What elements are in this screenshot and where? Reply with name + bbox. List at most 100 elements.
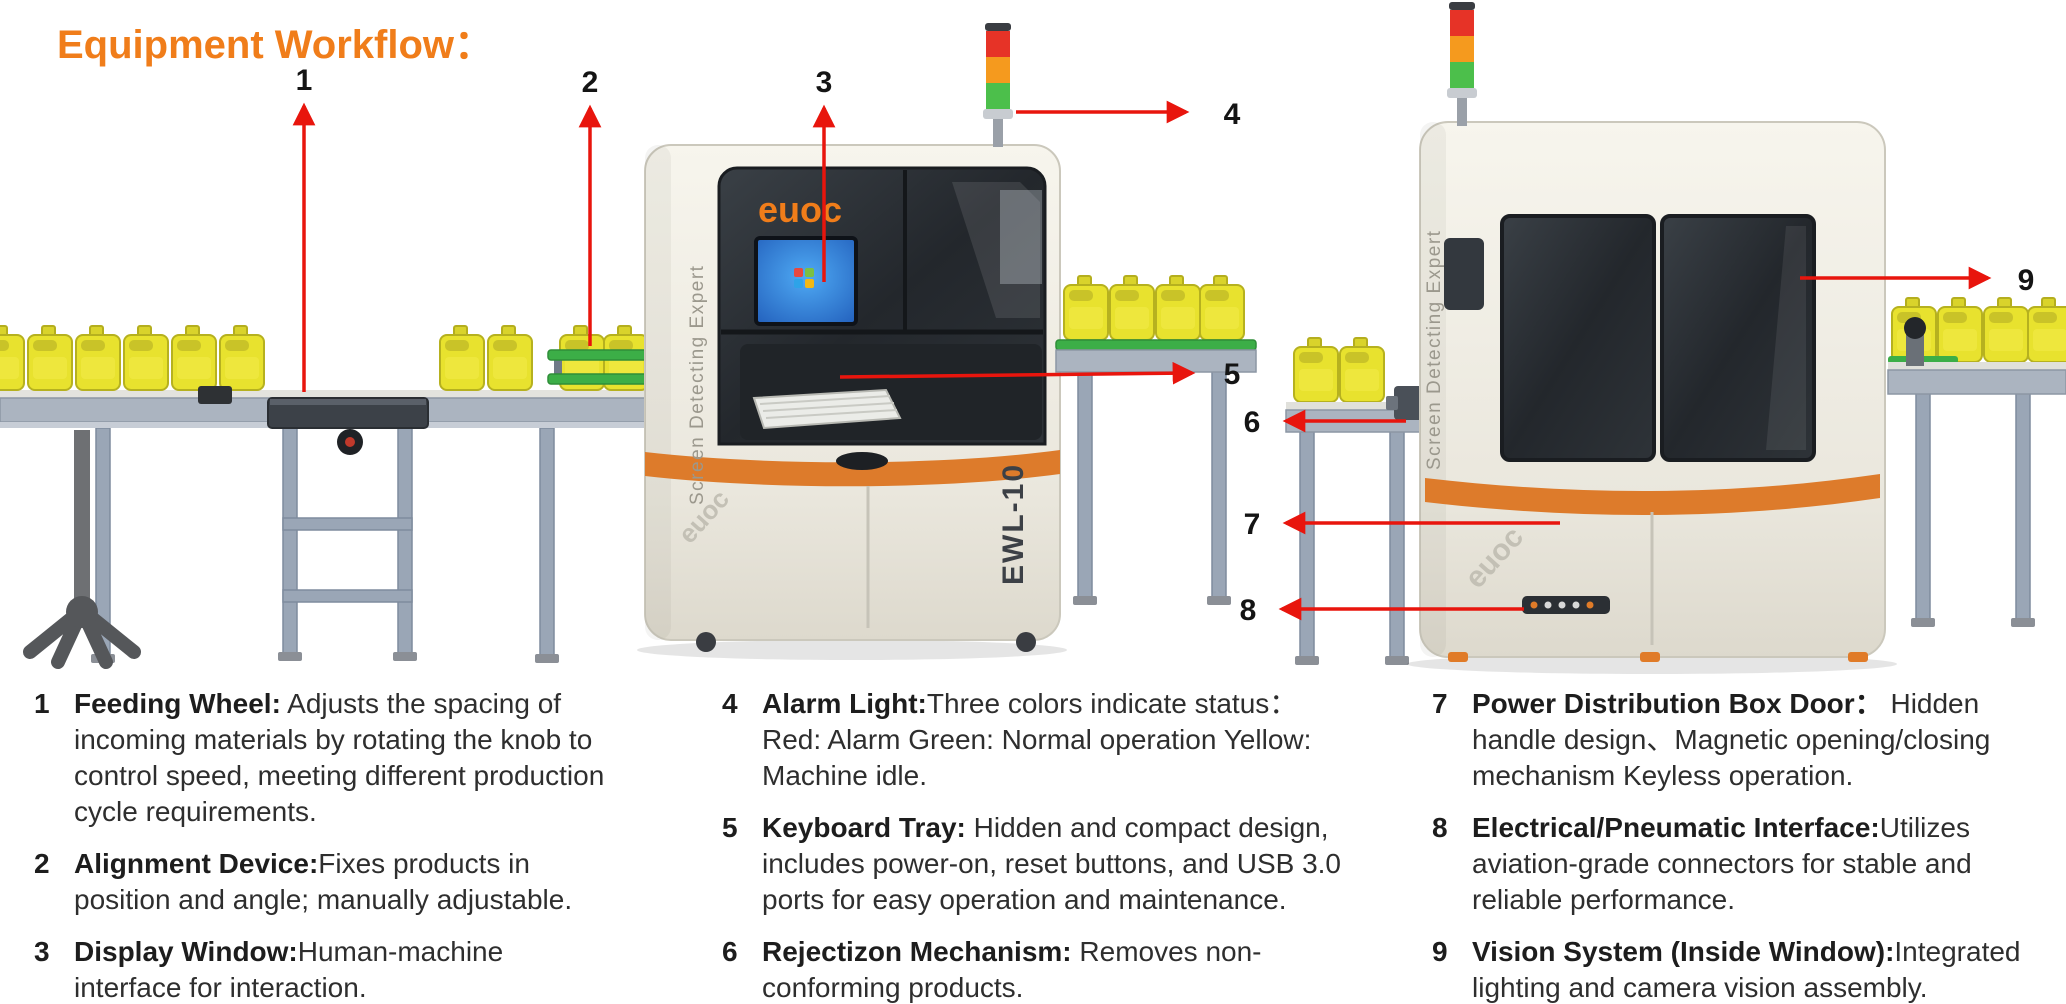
jerry-can [487,325,533,391]
callout-arrows [292,100,1992,621]
legend-item-4-number: 4 [722,688,738,719]
belt-clamp [198,386,232,404]
legend-item-8: 8 Electrical/Pneumatic Interface:Utilize… [1432,810,2062,918]
spacing-knob [1904,317,1926,366]
jerry-can [1155,275,1201,341]
legend-item-3-heading: Display Window: [74,936,298,967]
caster-wheel [1016,632,1036,652]
callout-number-4: 4 [1224,98,1241,131]
station-leg [277,425,303,662]
brand-logo: euoc [758,189,842,230]
vision-window-doors [1500,214,1816,462]
callout-numbers: 1 2 3 4 5 6 7 8 9 [296,64,2035,627]
legend-item-1-body: Adjusts the spacing of incoming material… [74,688,605,827]
legend-item-2: 2 Alignment Device:Fixes products in pos… [34,846,654,918]
jerry-can [1293,337,1339,403]
legend-item-6-number: 6 [722,936,738,967]
conveyor-leg [1384,429,1410,666]
equipment-illustration: euoc Screen Detecting Expert EWL-10 euoc [0,2,2066,674]
legend-item-8-body: Utilizes aviation-grade connectors for s… [1472,812,1972,915]
inspection-machine-left: euoc Screen Detecting Expert EWL-10 euoc [637,23,1067,660]
station-leg [392,425,418,662]
machine-feet [1448,652,1868,662]
legend-item-1-heading: Feeding Wheel: [74,688,281,719]
conveyor-leg [1072,369,1098,606]
callout-number-9: 9 [2018,264,2035,297]
legend-item-5-heading: Keyboard Tray: [762,812,966,843]
vision-window-right [1660,214,1816,462]
jerry-can [219,325,265,391]
legend-item-8-heading: Electrical/Pneumatic Interface: [1472,812,1880,843]
legend-item-5-number: 5 [722,812,738,843]
alignment-rail [547,349,661,361]
legend-item-2-heading: Alignment Device: [74,848,319,879]
jerry-can [1063,275,1109,341]
legend-item-3-number: 3 [34,936,50,967]
jerry-can [0,325,25,391]
orange-accent-band-right [1425,474,1880,516]
legend-item-4-body: Three colors indicate status： Red: Alarm… [762,688,1312,791]
side-label-right-machine: Screen Detecting Expert [1424,230,1445,470]
legend-item-9-body: Integrated lighting and camera vision as… [1472,936,2021,1003]
jerry-can [439,325,485,391]
legend-item-7-body: Hidden handle design、Magnetic opening/cl… [1472,688,1991,791]
conveyor-leg [1910,391,1936,628]
legend-column-3: 7 Power Distribution Box Door： Hidden ha… [1432,686,2062,1004]
jerry-can [1199,275,1245,341]
legend-item-9-number: 9 [1432,936,1448,967]
callout-number-1: 1 [296,64,313,97]
conveyor-leg [534,427,560,664]
jerry-can [27,325,73,391]
alignment-rail [547,373,661,385]
legend-item-3-body: Human-machine interface for interaction. [74,936,504,1003]
legend-item-1: 1 Feeding Wheel: Adjusts the spacing of … [34,686,654,830]
model-label: EWL-10 [997,463,1030,585]
display-window-screen [754,236,858,326]
legend-item-4: 4 Alarm Light:Three colors indicate stat… [722,686,1377,794]
conveyor-leg [1206,369,1232,606]
callout-number-8: 8 [1240,594,1257,627]
legend-item-2-body: Fixes products in position and angle; ma… [74,848,573,915]
side-label-left-machine: Screen Detecting Expert [687,265,708,505]
jerry-can [2027,297,2066,363]
legend-item-3: 3 Display Window:Human-machine interface… [34,934,654,1004]
callout-arrow-5 [839,361,1196,385]
glass-reflection [952,182,1040,318]
callout-number-3: 3 [816,66,833,99]
callout-number-7: 7 [1244,508,1261,541]
legend-item-6: 6 Rejectizon Mechanism: Removes non- con… [722,934,1377,1004]
legend-item-8-number: 8 [1432,812,1448,843]
legend-item-9-heading: Vision System (Inside Window): [1472,936,1895,967]
keyboard-tray [752,388,902,430]
legend-item-5: 5 Keyboard Tray: Hidden and compact desi… [722,810,1377,918]
jerry-can [75,325,121,391]
conveyor-leg [2010,391,2036,628]
legend-item-2-number: 2 [34,848,50,879]
legend-item-4-heading: Alarm Light: [762,688,927,719]
jerry-can [1339,337,1385,403]
legend-item-5-body: Hidden and compact design, includes powe… [762,812,1342,915]
sensor-stand [23,430,141,669]
door-handle-notch [836,452,888,470]
legend-item-7-heading: Power Distribution Box Door： [1472,688,1883,719]
legend-item-9: 9 Vision System (Inside Window):Integrat… [1432,934,2062,1004]
vision-window-left [1500,214,1656,462]
conveyor-leg [1294,429,1320,666]
alarm-light-left [983,23,1013,147]
outfeed-conveyor-right [1887,297,2066,628]
legend-item-1-number: 1 [34,688,50,719]
jerry-can [123,325,169,391]
alignment-device [547,325,661,391]
electrical-pneumatic-interface [1522,596,1610,614]
infeed-conveyor-right-machine [1285,337,1427,666]
jerry-can [1109,275,1155,341]
callout-number-5: 5 [1224,358,1241,391]
caster-wheel [696,632,716,652]
alarm-light-right [1447,2,1477,126]
products-infeed [0,325,533,391]
legend-column-2: 4 Alarm Light:Three colors indicate stat… [722,686,1377,1004]
jerry-can [1983,297,2029,363]
page-title: Equipment Workflow： [57,23,495,67]
legend-item-7-number: 7 [1432,688,1448,719]
legend-item-7: 7 Power Distribution Box Door： Hidden ha… [1432,686,2062,794]
